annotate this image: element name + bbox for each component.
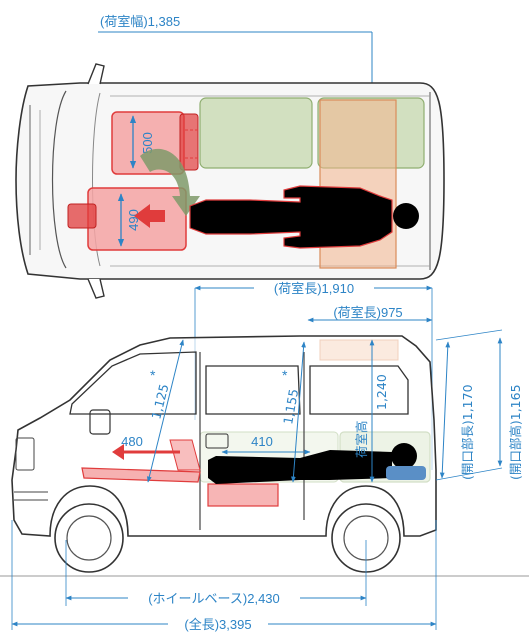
side-seat-folded <box>207 483 279 507</box>
cargo-width-label: (荷室幅)1,385 <box>100 14 180 29</box>
side-view: 480 410 1,125 * 1,155 * 1,240 荷室高 (開口部長)… <box>0 329 529 577</box>
height-mid-line <box>291 341 306 483</box>
seat-width-label: 480 <box>121 434 143 449</box>
height-mid-label: 1,155 <box>280 388 301 426</box>
front-seat-headrest <box>67 203 97 229</box>
height-front-line <box>146 339 185 483</box>
fold-arrow-icon <box>140 148 200 216</box>
cargo-height-label: 荷室高 <box>354 420 369 458</box>
door-handle <box>205 433 229 449</box>
seat-rear-dim-label: 490 <box>126 209 141 231</box>
van-body-outline <box>11 335 437 537</box>
cargo-length-rear-label: (荷室長)975 <box>333 305 402 320</box>
side-dimensions-top: (荷室長)1,910 (荷室長)975 <box>194 280 433 470</box>
front-seat-upper-back <box>179 113 199 171</box>
opening-length-line <box>439 341 451 479</box>
height-mid-asterisk: * <box>282 367 288 383</box>
overall-length-label: (全長)3,395 <box>184 617 251 632</box>
side-mirror <box>89 409 111 435</box>
cargo-height-value: 1,240 <box>374 374 389 410</box>
top-view: (荷室幅)1,385 <box>15 14 445 299</box>
front-wheel <box>54 503 124 573</box>
seat-front-dim-label: 500 <box>140 132 155 154</box>
pillow-icon <box>386 466 426 480</box>
height-front-asterisk: * <box>150 367 156 383</box>
floor-length-label: 410 <box>251 434 273 449</box>
cargo-area-front <box>199 97 313 169</box>
slide-arrow-icon <box>134 204 165 228</box>
opening-height-label: (開口部高)1,165 <box>508 384 523 480</box>
bottom-dimensions: (ホイールベース)2,430 (全長)3,395 <box>11 520 437 632</box>
side-window-rear <box>309 365 409 415</box>
person-top-outline <box>189 185 393 249</box>
cargo-length-label: (荷室長)1,910 <box>274 281 354 296</box>
opening-length-label: (開口部長)1,170 <box>460 384 475 480</box>
front-window <box>69 351 197 415</box>
wheelbase-label: (ホイールベース)2,430 <box>148 591 280 606</box>
person-top-silhouette <box>190 186 419 248</box>
